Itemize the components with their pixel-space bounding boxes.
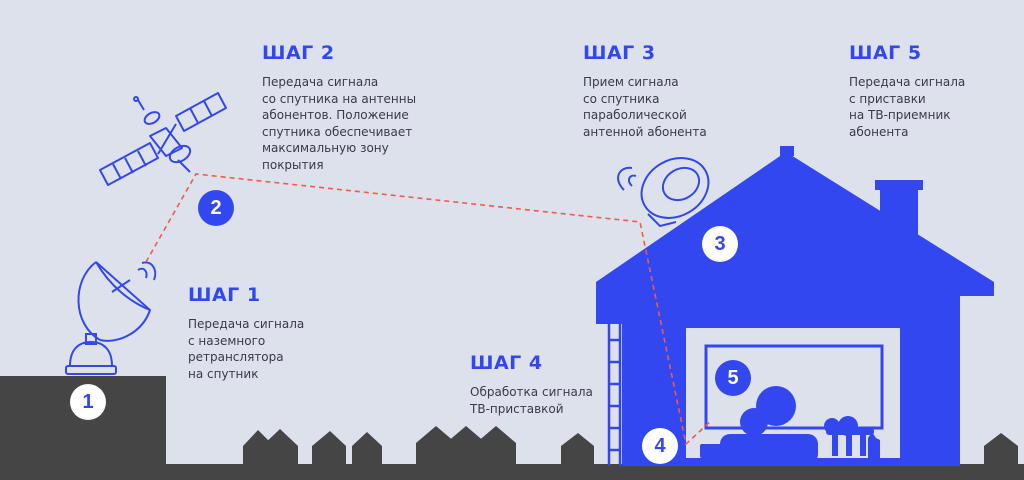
ground-strip (0, 464, 1024, 480)
step-3-desc-line-2: со спутника (583, 91, 660, 106)
tv-screen-icon (704, 344, 884, 430)
step-1-desc: Передача сигнала с наземного ретранслято… (188, 316, 338, 382)
step-1-desc-line-1: Передача сигнала (188, 317, 305, 331)
step-4: ШАГ 4 Обработка сигнала ТВ-приставкой (470, 352, 620, 417)
step-5-desc: Передача сигнала с приставки на ТВ-прием… (849, 74, 1009, 140)
step-2-desc-line-4: спутника обеспечивает (262, 124, 413, 139)
step-2-desc-line-6: покрытия (262, 157, 324, 172)
step-3: ШАГ 3 Прием сигнала со спутника параболи… (583, 42, 743, 140)
step-1-desc-line-2: с наземного (188, 333, 266, 348)
badge-4: 4 (642, 428, 678, 464)
step-5-desc-line-2: с приставки (849, 91, 926, 106)
step-4-desc-line-1: Обработка сигнала (470, 385, 593, 399)
step-1-desc-line-4: на спутник (188, 366, 259, 381)
step-4-title: ШАГ 4 (470, 352, 543, 374)
village-silhouette (243, 426, 1018, 466)
viewers-icon (700, 386, 880, 464)
step-2-desc-line-5: максимальную зону (262, 141, 389, 155)
badge-1: 1 (70, 384, 106, 420)
badge-5: 5 (715, 360, 751, 396)
step-1-desc-line-3: ретранслятора (188, 350, 284, 364)
satellite-icon (99, 92, 227, 186)
step-5-desc-line-1: Передача сигнала (849, 75, 966, 89)
step-2-title: ШАГ 2 (262, 42, 335, 64)
step-1-title: ШАГ 1 (188, 284, 261, 306)
step-1: ШАГ 1 Передача сигнала с наземного ретра… (188, 284, 338, 382)
step-3-desc: Прием сигнала со спутника параболической… (583, 74, 743, 140)
step-5-desc-line-4: абонента (849, 124, 909, 139)
step-3-title: ШАГ 3 (583, 42, 656, 64)
badge-3: 3 (702, 226, 738, 262)
ladder (607, 322, 622, 466)
step-2-desc: Передача сигнала со спутника на антенны … (262, 74, 452, 173)
step-2-desc-line-1: Передача сигнала (262, 75, 379, 89)
signal-path (145, 173, 713, 446)
satellite-dish-icon (617, 157, 710, 228)
step-4-desc-line-2: ТВ-приставкой (470, 401, 564, 416)
step-5-title: ШАГ 5 (849, 42, 922, 64)
step-2-desc-line-3: абонентов. Положение (262, 108, 409, 122)
badge-2: 2 (198, 190, 234, 226)
step-5-desc-line-3: на ТВ-приемник (849, 108, 951, 122)
step-2: ШАГ 2 Передача сигнала со спутника на ан… (262, 42, 452, 173)
ground-antenna-icon (65, 261, 157, 375)
step-3-desc-line-4: антенной абонента (583, 124, 707, 139)
step-2-desc-line-2: со спутника на антенны (262, 91, 417, 106)
step-3-desc-line-1: Прием сигнала (583, 75, 679, 89)
step-5: ШАГ 5 Передача сигнала с приставки на ТВ… (849, 42, 1009, 140)
step-4-desc: Обработка сигнала ТВ-приставкой (470, 384, 620, 417)
step-3-desc-line-3: параболической (583, 108, 687, 122)
